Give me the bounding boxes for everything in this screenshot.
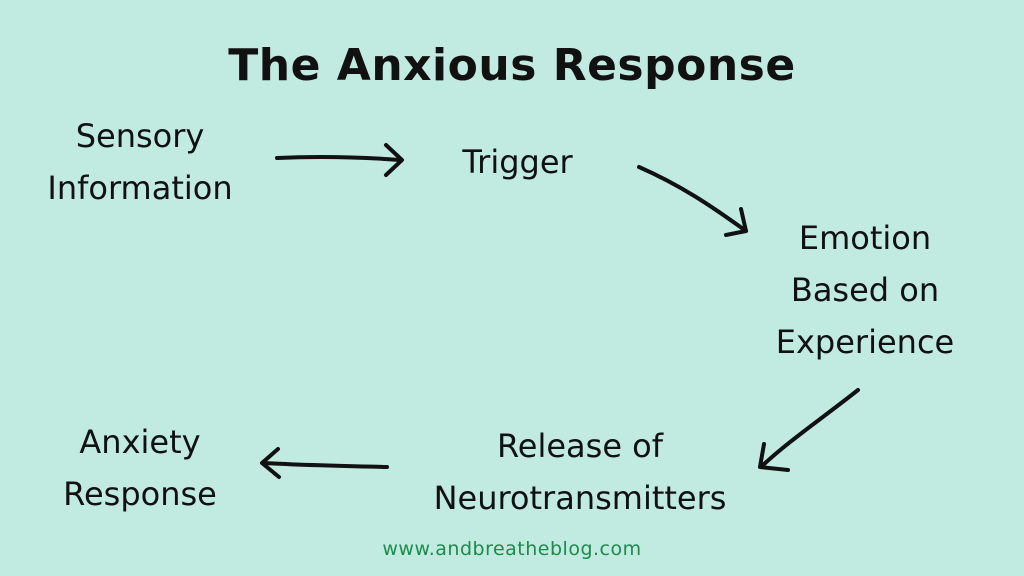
node-label-line: Response: [63, 475, 217, 513]
node-label-line: Experience: [775, 323, 955, 361]
node-label-line: Sensory: [75, 117, 205, 155]
node-label-line: Trigger: [462, 143, 573, 181]
arrow-emotion-to-release: [758, 388, 860, 472]
node-emotion-based-on-experience: Emotion Based on Experience: [750, 212, 980, 368]
node-trigger: Trigger: [430, 136, 605, 188]
arrow-trigger-to-emotion: [637, 165, 748, 237]
node-release-of-neurotransmitters: Release of Neurotransmitters: [400, 420, 760, 524]
node-label-line: Based on: [790, 271, 940, 309]
node-anxiety-response: Anxiety Response: [30, 416, 250, 520]
node-label-line: Neurotransmitters: [433, 479, 727, 517]
footer-url: www.andbreatheblog.com: [382, 538, 642, 560]
node-label-line: Release of: [496, 427, 664, 465]
node-label-line: Information: [47, 169, 233, 207]
node-label-line: Anxiety: [79, 423, 201, 461]
diagram-title: The Anxious Response: [228, 40, 796, 91]
node-label-line: Emotion: [798, 219, 932, 257]
arrow-sensory-to-trigger: [275, 143, 404, 177]
node-sensory-information: Sensory Information: [20, 110, 260, 214]
arrow-release-to-anxiety: [260, 447, 389, 479]
